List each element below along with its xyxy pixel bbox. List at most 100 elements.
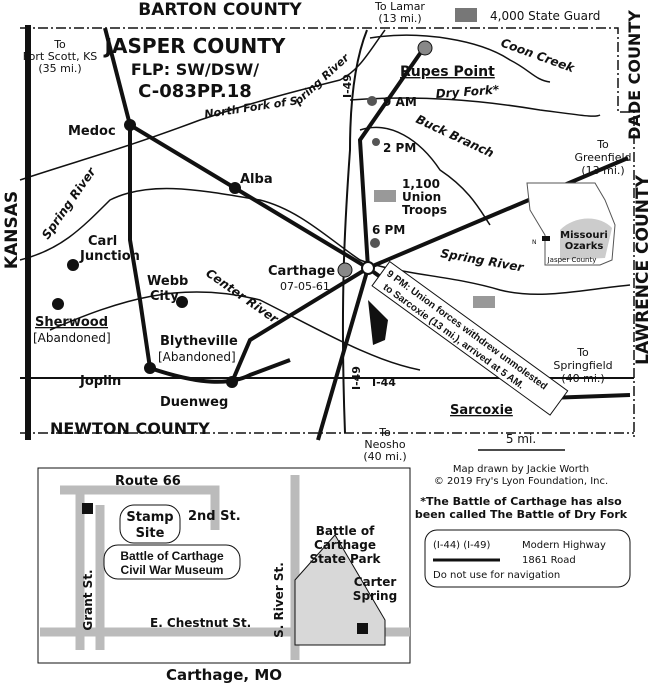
pointing-hand-icon	[368, 300, 388, 345]
svg-text:5 mi.: 5 mi.	[506, 432, 536, 446]
svg-text:Joplin: Joplin	[79, 374, 121, 389]
svg-text:Carthage: Carthage	[268, 264, 335, 279]
union-flag-icon	[473, 296, 495, 308]
svg-text:(40 mi.): (40 mi.)	[561, 372, 604, 385]
svg-text:Missouri: Missouri	[560, 230, 608, 241]
svg-text:6 PM: 6 PM	[372, 223, 405, 237]
svg-text:Medoc: Medoc	[68, 124, 116, 139]
svg-text:Route 66: Route 66	[115, 474, 181, 489]
svg-text:E. Chestnut St.: E. Chestnut St.	[150, 616, 251, 630]
svg-text:Sarcoxie: Sarcoxie	[450, 403, 513, 418]
svg-text:Carl: Carl	[88, 234, 117, 249]
footnote: been called The Battle of Dry Fork	[415, 508, 628, 521]
flp-code: C-083PP.18	[138, 81, 252, 102]
svg-text:Battle of Carthage: Battle of Carthage	[120, 549, 224, 563]
battle-burst-icon	[370, 238, 380, 248]
svg-text:Dry Fork*: Dry Fork*	[435, 83, 500, 101]
svg-text:To: To	[53, 38, 66, 51]
withdrawal-note: 9 PM: Union forces withdrew unmolested t…	[371, 260, 569, 416]
svg-text:I-44: I-44	[372, 376, 396, 389]
svg-text:(13 mi.): (13 mi.)	[581, 164, 624, 177]
svg-text:[Abandoned]: [Abandoned]	[33, 331, 111, 345]
flp-label: FLP: SW/DSW/	[131, 60, 259, 79]
svg-text:Sherwood: Sherwood	[35, 315, 108, 330]
svg-text:(13 mi.): (13 mi.)	[378, 12, 421, 25]
svg-text:Civil War Museum: Civil War Museum	[121, 563, 224, 577]
svg-text:1861 Road: 1861 Road	[522, 555, 576, 566]
credits-line: Map drawn by Jackie Worth	[453, 464, 589, 475]
svg-text:I-49: I-49	[341, 74, 354, 98]
svg-text:[Abandoned]: [Abandoned]	[158, 350, 236, 364]
carthage-city-map: Route 66 Stamp Site 2nd St. Battle of Ca…	[37, 467, 411, 664]
battle-burst-icon	[367, 96, 377, 106]
svg-text:Duenweg: Duenweg	[160, 395, 228, 410]
svg-text:State Park: State Park	[310, 552, 382, 566]
svg-text:Spring River: Spring River	[439, 246, 525, 275]
svg-text:Junction: Junction	[79, 249, 140, 264]
svg-text:Rupes Point: Rupes Point	[400, 64, 495, 80]
svg-text:(I-44) (I-49): (I-44) (I-49)	[433, 540, 490, 551]
svg-text:4,000 State Guard: 4,000 State Guard	[490, 9, 600, 23]
legend: (I-44) (I-49) Modern Highway 1861 Road D…	[424, 529, 631, 588]
barton-county-label: BARTON COUNTY	[138, 0, 302, 20]
svg-text:Neosho: Neosho	[364, 438, 405, 451]
svg-text:S. River St.: S. River St.	[272, 562, 286, 638]
svg-text:1,100: 1,100	[402, 177, 440, 191]
svg-text:Carter: Carter	[354, 575, 397, 589]
kansas-label: KANSAS	[2, 191, 22, 269]
county-borders	[20, 25, 635, 440]
stamp-site-marker	[82, 503, 93, 514]
svg-text:City: City	[150, 289, 179, 304]
svg-text:2nd St.: 2nd St.	[188, 509, 241, 524]
svg-text:Webb: Webb	[147, 274, 188, 289]
svg-text:Spring: Spring	[353, 589, 397, 603]
svg-text:Fort Scott, KS: Fort Scott, KS	[23, 50, 98, 63]
svg-text:(35 mi.): (35 mi.)	[38, 62, 81, 75]
svg-text:(40 mi.): (40 mi.)	[363, 450, 406, 463]
svg-text:Union: Union	[402, 190, 441, 204]
svg-text:07-05-61: 07-05-61	[280, 280, 330, 293]
rivers	[19, 29, 631, 371]
svg-text:N: N	[532, 239, 537, 246]
svg-text:Jasper County: Jasper County	[547, 256, 597, 264]
svg-text:Site: Site	[136, 526, 165, 541]
svg-text:Alba: Alba	[240, 172, 273, 187]
svg-text:9 PM: Union forces withdrew un: 9 PM: Union forces withdrew unmolested	[384, 269, 549, 393]
svg-text:Coon Creek: Coon Creek	[499, 36, 577, 76]
svg-text:Spring River: Spring River	[39, 164, 99, 242]
svg-text:Greenfield: Greenfield	[574, 151, 631, 164]
svg-text:Grant St.: Grant St.	[81, 569, 95, 630]
svg-text:2 PM: 2 PM	[383, 141, 416, 155]
svg-text:9 AM: 9 AM	[383, 95, 417, 109]
svg-text:To: To	[596, 138, 609, 151]
svg-text:I-49: I-49	[350, 366, 363, 390]
svg-text:Carthage: Carthage	[314, 538, 376, 552]
newton-county-label: NEWTON COUNTY	[50, 419, 210, 438]
svg-text:Do not use for navigation: Do not use for navigation	[433, 570, 560, 581]
svg-text:to Sarcoxie (13 mi.), arrived: to Sarcoxie (13 mi.), arrived at 5 AM.	[381, 282, 526, 392]
lawrence-county-label: LAWRENCE COUNTY	[633, 174, 653, 364]
footnote: *The Battle of Carthage has also	[420, 495, 622, 508]
county-title: JASPER COUNTY	[103, 34, 286, 58]
missouri-inset: Missouri Ozarks Jasper County N	[526, 182, 616, 266]
scale-bar: 5 mi.	[478, 432, 565, 451]
svg-text:Battle of: Battle of	[316, 524, 375, 538]
svg-text:Troops: Troops	[402, 203, 447, 217]
svg-text:Blytheville: Blytheville	[160, 334, 238, 349]
carter-spring-marker	[357, 623, 368, 634]
union-flag-icon	[374, 190, 396, 202]
svg-text:Modern Highway: Modern Highway	[522, 540, 606, 551]
dade-county-label: DADE COUNTY	[625, 10, 644, 140]
copyright-line: © 2019 Fry's Lyon Foundation, Inc.	[434, 476, 608, 487]
svg-text:To Lamar: To Lamar	[374, 0, 425, 13]
svg-text:To: To	[576, 346, 589, 359]
city-map-caption: Carthage, MO	[166, 666, 282, 684]
state-guard-flag-icon	[455, 8, 477, 22]
svg-text:Ozarks: Ozarks	[565, 241, 604, 252]
svg-text:To: To	[378, 426, 391, 439]
svg-text:Stamp: Stamp	[126, 510, 173, 525]
svg-text:Springfield: Springfield	[553, 359, 612, 372]
